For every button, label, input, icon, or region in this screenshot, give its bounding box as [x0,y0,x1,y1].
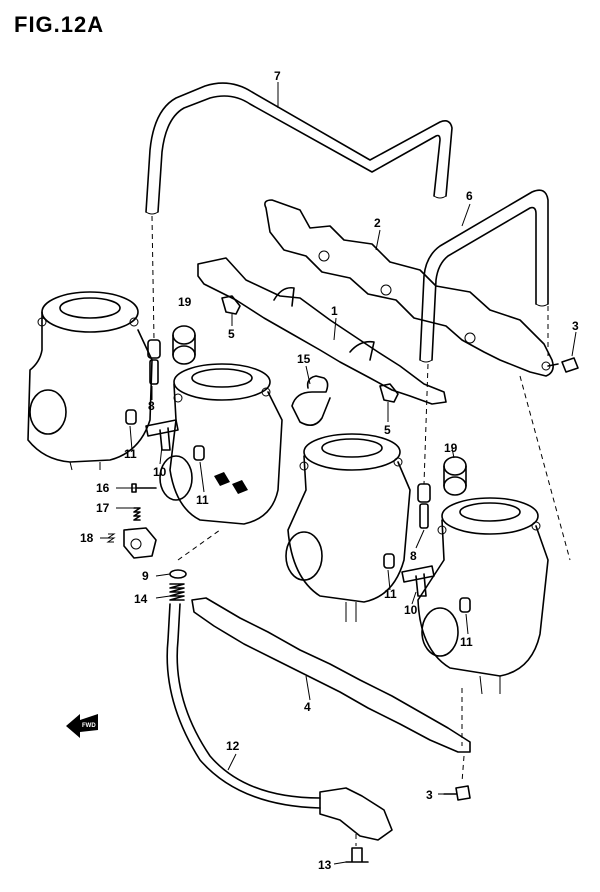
elbow-part-15 [291,375,331,426]
callout-15: 15 [297,352,311,366]
forward-direction-arrow: FWD [66,714,98,738]
assembly-lines [151,215,571,846]
callout-19: 19 [178,295,192,309]
cable-part-12 [166,603,321,809]
leader-lines [100,82,577,865]
cable-holder [319,787,393,841]
carburetor-2 [159,363,283,525]
callout-19: 19 [444,441,458,455]
screw-part-16 [131,483,157,493]
callout-10: 10 [153,465,167,479]
carburetor-3 [285,433,411,622]
callout-3: 3 [572,319,579,333]
carburetor-4 [417,497,549,695]
screw-part-3-lower [443,785,471,801]
figure-title: FIG.12A [14,12,105,37]
hose-part-7 [145,82,453,213]
washer-part-9 [169,569,187,579]
callout-12: 12 [226,739,240,753]
clip-part-5-upper [221,295,241,315]
spring-part-14 [169,583,185,601]
screw-part-13 [345,847,369,863]
callout-9: 9 [142,569,149,583]
hose-part-6 [419,189,549,361]
callout-14: 14 [134,592,148,606]
callout-11: 11 [196,493,209,507]
bracket-part-1 [197,257,447,405]
clip-part-5-lower [379,383,399,403]
callout-13: 13 [318,858,332,872]
callout-10: 10 [404,603,418,617]
callout-11: 11 [384,587,397,601]
tee-part-10-upper [145,419,179,451]
link-bar-part-4 [191,597,471,753]
screw-part-3-upper [547,357,579,373]
bracket-part-18 [123,527,157,559]
callout-17: 17 [96,501,110,515]
callout-7: 7 [274,69,281,83]
callout-8: 8 [148,399,155,413]
callout-5: 5 [228,327,235,341]
callout-6: 6 [466,189,473,203]
nipples-part-11 [125,409,471,613]
callout-11: 11 [124,447,137,461]
callout-4: 4 [304,700,311,714]
bracket-part-2 [264,199,554,377]
fwd-label: FWD [82,723,96,729]
spring-part-17 [133,507,141,521]
callout-2: 2 [374,216,381,230]
callout-11: 11 [460,635,473,649]
callout-8: 8 [410,549,417,563]
callout-3: 3 [426,788,433,802]
fitting-part-8-upper [147,339,161,385]
tee-part-10-lower [401,565,435,597]
ring-part-19-lower [443,456,467,496]
callout-18: 18 [80,531,94,545]
carburetor-1 [27,291,153,471]
fitting-part-8-lower [417,483,431,529]
callout-labels: 7 6 2 1 19 5 3 15 5 8 11 10 11 19 16 17 … [80,69,579,872]
callout-5: 5 [384,423,391,437]
callout-1: 1 [331,304,338,318]
callout-16: 16 [96,481,110,495]
ring-part-19-upper [172,325,196,365]
